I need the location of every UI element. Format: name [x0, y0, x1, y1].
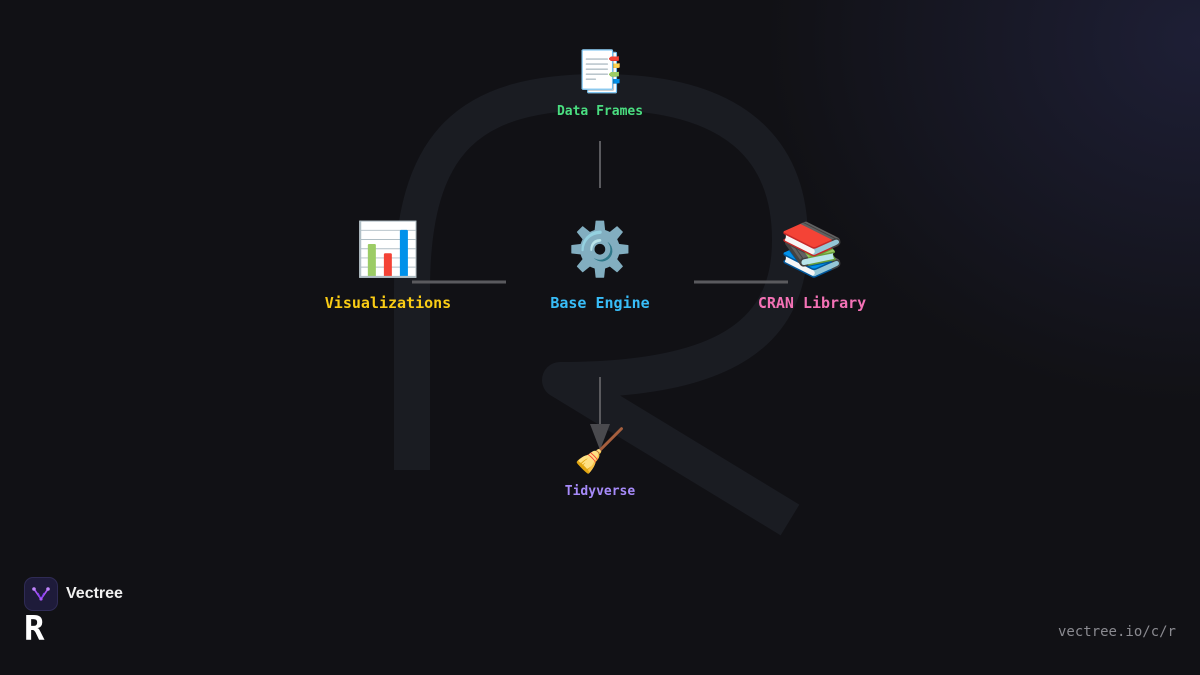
- vectree-logo-icon: [24, 577, 58, 611]
- node-cran-library[interactable]: 📚 CRAN Library: [702, 224, 922, 312]
- node-label-data-frames: Data Frames: [556, 104, 644, 119]
- node-visualizations[interactable]: 📊 Visualizations: [278, 224, 498, 312]
- node-label-base-engine: Base Engine: [550, 294, 650, 312]
- books-icon: 📚: [779, 220, 845, 280]
- footer-url[interactable]: vectree.io/c/r: [1057, 624, 1176, 640]
- brand-name: Vectree: [66, 585, 123, 602]
- node-data-frames[interactable]: 📑 Data Frames: [500, 52, 700, 119]
- node-label-visualizations: Visualizations: [324, 294, 452, 312]
- arrowhead-down-icon: [590, 424, 610, 450]
- gear-icon: ⚙️: [567, 220, 633, 280]
- bookmark-tabs-icon: 📑: [575, 49, 625, 95]
- node-tidyverse[interactable]: 🧹 Tidyverse: [500, 426, 700, 500]
- broom-icon: 🧹: [573, 426, 627, 475]
- r-language-mark: R: [24, 609, 45, 649]
- node-label-tidyverse: Tidyverse: [564, 484, 636, 499]
- brand[interactable]: Vectree: [24, 577, 123, 611]
- node-base-engine[interactable]: ⚙️ Base Engine: [480, 224, 720, 312]
- node-label-cran-library: CRAN Library: [757, 294, 867, 312]
- bar-chart-icon: 📊: [355, 220, 421, 280]
